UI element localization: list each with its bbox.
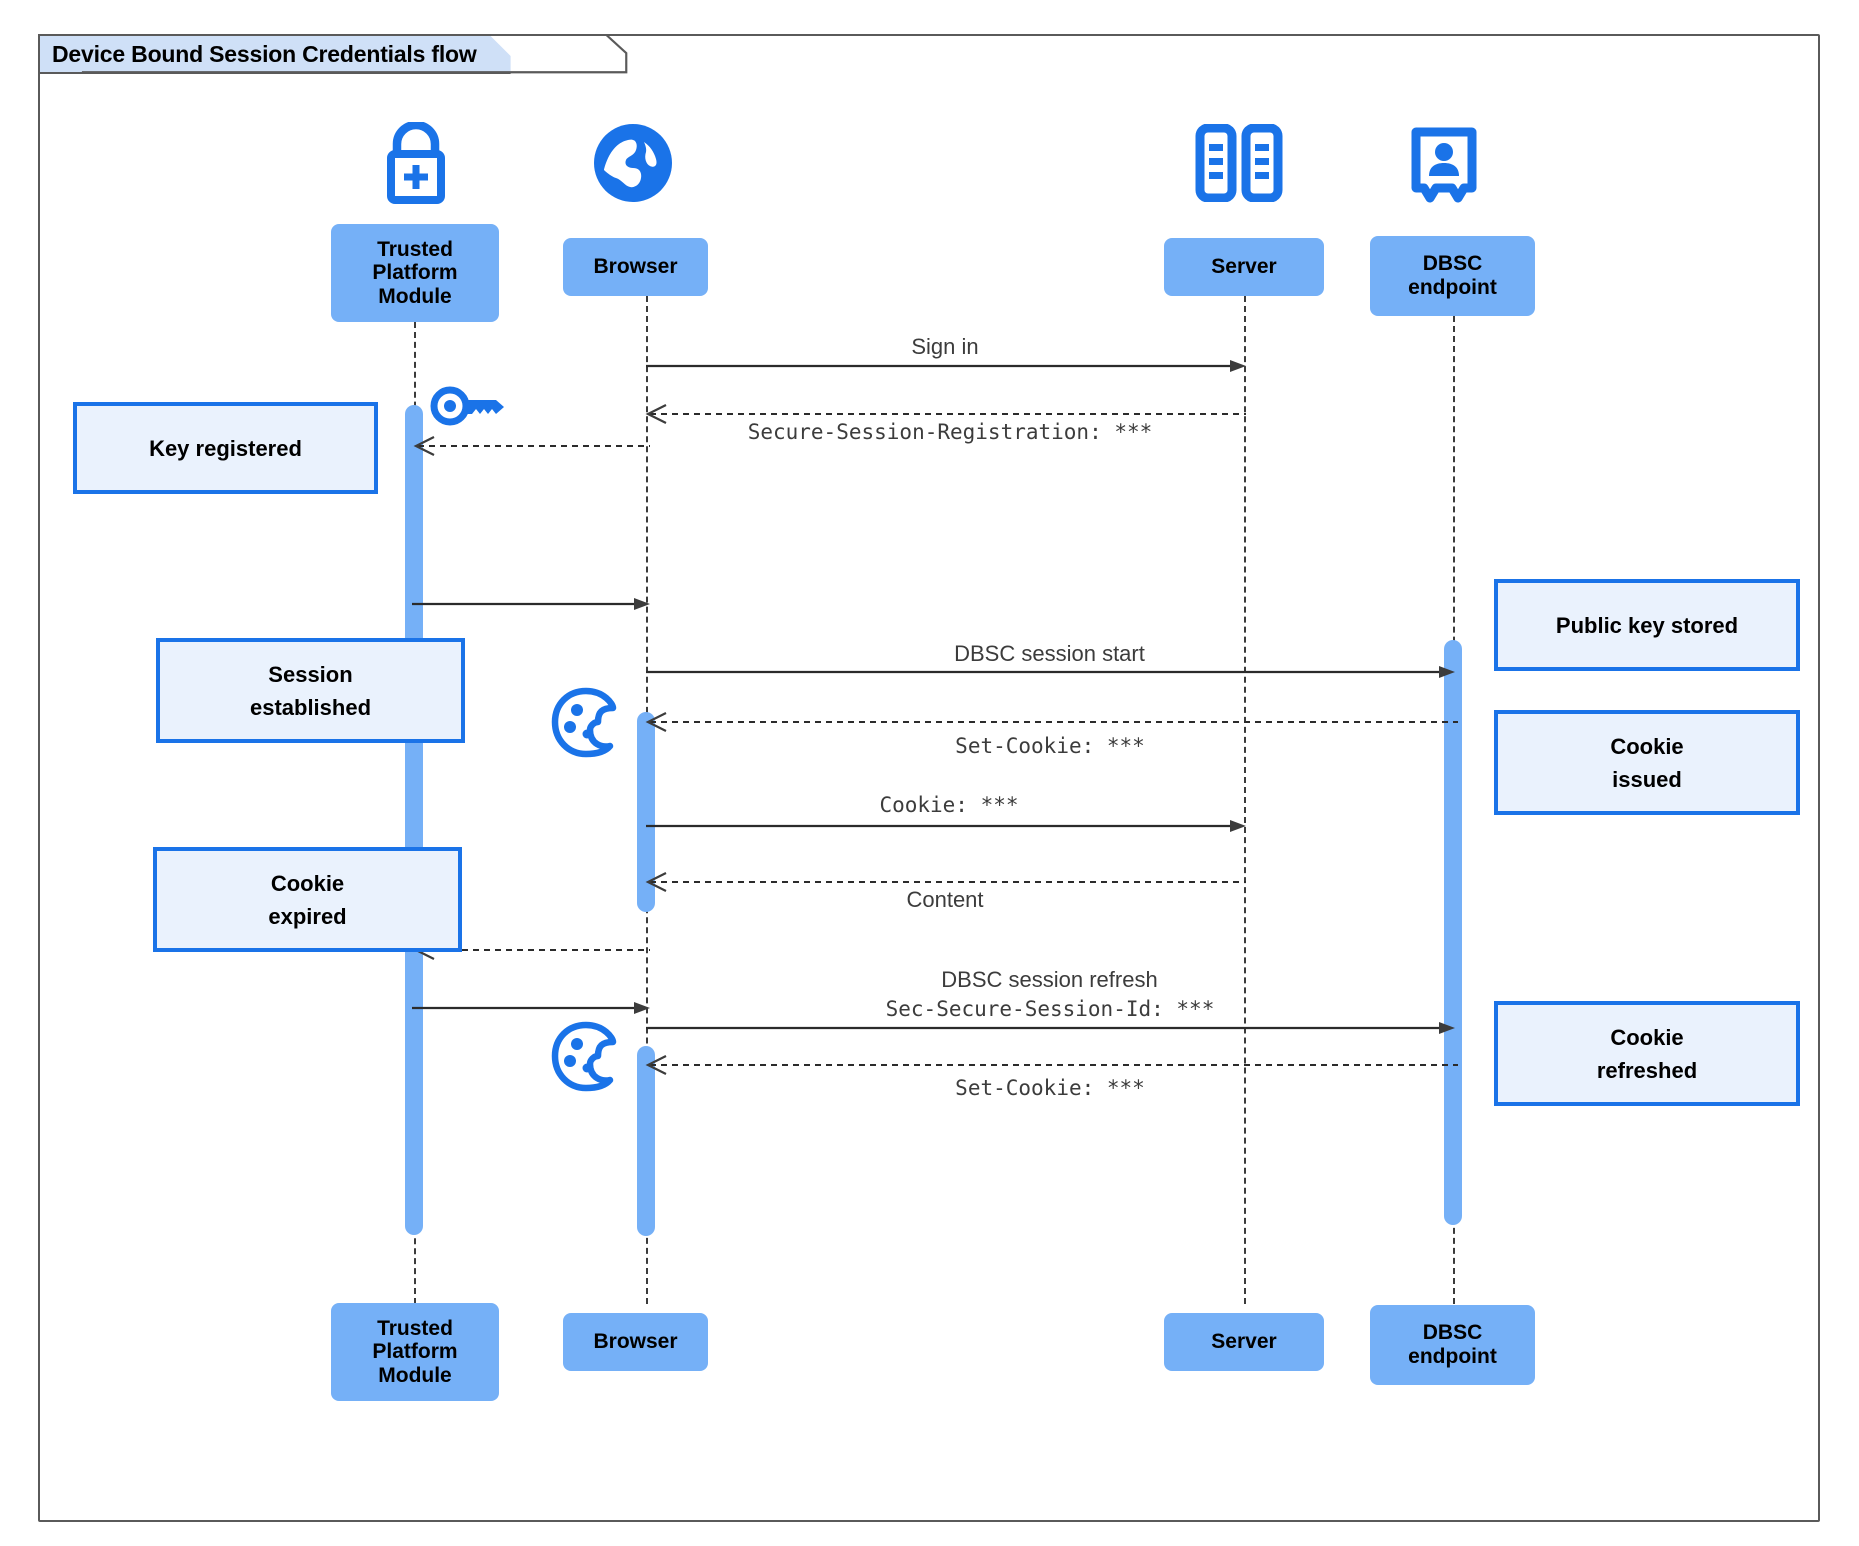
lock-plus-icon <box>387 122 445 204</box>
lifeline-head-server[interactable]: Server <box>1164 238 1324 296</box>
note-cookie-issued-line1: Cookie <box>1610 733 1684 759</box>
server-racks-icon <box>1195 124 1283 202</box>
note-cookie-issued-line2: issued <box>1612 766 1682 792</box>
note-session-established-text: Session established <box>250 658 371 724</box>
note-key-registered: Key registered <box>73 402 378 494</box>
message-label-set-cookie-1: Set-Cookie: *** <box>955 734 1145 758</box>
tpm-label-line3: Module <box>378 284 452 308</box>
browser-label: Browser <box>593 255 678 279</box>
note-cookie-refreshed-text: Cookie refreshed <box>1597 1021 1697 1087</box>
id-badge-icon <box>1411 127 1477 203</box>
message-arrow-secure-session-registration <box>645 404 1246 424</box>
message-label-sign-in: Sign in <box>911 334 979 359</box>
message-arrow-tpm-to-browser-2 <box>412 1002 650 1014</box>
message-arrow-sign-in <box>646 360 1246 372</box>
lifeline-foot-tpm-label: Trusted Platform Module <box>372 1317 457 1388</box>
message-arrow-browser-to-tpm-1 <box>413 436 650 456</box>
frame-tab: Device Bound Session Credentials flow <box>38 34 511 74</box>
dbsc-foot-line2: endpoint <box>1408 1345 1497 1368</box>
activation-bar-browser-1 <box>637 712 655 912</box>
note-session-established: Session established <box>156 638 465 743</box>
message-label-secure-session-registration: Secure-Session-Registration: *** <box>747 420 1153 444</box>
tpm-foot-line1: Trusted <box>377 1316 453 1340</box>
note-cookie-expired: Cookie expired <box>153 847 462 952</box>
activation-bar-browser-2 <box>637 1046 655 1236</box>
message-label-content: Content <box>906 887 984 912</box>
note-cookie-issued-text: Cookie issued <box>1610 730 1683 796</box>
lifeline-line-server <box>1244 296 1246 1304</box>
dbsc-foot-line1: DBSC <box>1422 1321 1483 1345</box>
globe-icon <box>594 124 672 202</box>
lifeline-foot-dbsc[interactable]: DBSC endpoint <box>1370 1305 1535 1385</box>
lifeline-head-browser[interactable]: Browser <box>563 238 708 296</box>
note-cookie-refreshed-line2: refreshed <box>1596 1057 1698 1083</box>
dbsc-label-line1: DBSC <box>1422 252 1483 276</box>
lifeline-foot-tpm[interactable]: Trusted Platform Module <box>331 1303 499 1401</box>
note-session-established-line2: established <box>249 694 372 720</box>
browser-foot-label: Browser <box>593 1330 678 1354</box>
message-arrow-tpm-to-browser-1 <box>412 598 650 610</box>
lifeline-head-tpm-label: Trusted Platform Module <box>372 238 457 309</box>
message-arrow-cookie <box>646 820 1246 832</box>
message-label-sec-secure-session-id: Sec-Secure-Session-Id: *** <box>885 997 1215 1021</box>
dbsc-label-line2: endpoint <box>1408 276 1497 299</box>
lifeline-head-dbsc[interactable]: DBSC endpoint <box>1370 236 1535 316</box>
cookie-icon <box>551 1021 617 1092</box>
lifeline-head-dbsc-label: DBSC endpoint <box>1408 252 1497 299</box>
note-cookie-refreshed: Cookie refreshed <box>1494 1001 1800 1106</box>
note-cookie-expired-line2: expired <box>268 903 347 929</box>
server-foot-label: Server <box>1211 1330 1277 1354</box>
message-arrow-dbsc-session-refresh <box>646 1022 1455 1034</box>
message-arrow-dbsc-session-start <box>646 666 1455 678</box>
note-key-registered-text: Key registered <box>149 435 302 461</box>
note-cookie-expired-line1: Cookie <box>270 870 345 896</box>
server-label: Server <box>1211 255 1277 279</box>
message-label-dbsc-session-start: DBSC session start <box>954 641 1145 666</box>
lifeline-foot-browser[interactable]: Browser <box>563 1313 708 1371</box>
message-label-set-cookie-2: Set-Cookie: *** <box>955 1076 1145 1100</box>
message-arrow-set-cookie-2 <box>645 1055 1458 1075</box>
message-label-cookie: Cookie: *** <box>879 793 1019 817</box>
page-title: Device Bound Session Credentials flow <box>52 40 477 67</box>
key-icon <box>430 386 504 426</box>
note-public-key-stored-text: Public key stored <box>1555 612 1739 638</box>
note-public-key-stored: Public key stored <box>1494 579 1800 671</box>
message-arrow-content <box>645 872 1246 892</box>
note-cookie-issued: Cookie issued <box>1494 710 1800 815</box>
lifeline-foot-server[interactable]: Server <box>1164 1313 1324 1371</box>
tpm-label-line1: Trusted <box>377 237 453 261</box>
message-arrow-set-cookie-1 <box>645 712 1458 732</box>
note-session-established-line1: Session <box>268 661 353 687</box>
note-cookie-refreshed-line1: Cookie <box>1610 1024 1684 1050</box>
cookie-icon <box>551 687 617 758</box>
lifeline-head-tpm[interactable]: Trusted Platform Module <box>331 224 499 322</box>
tpm-foot-line2: Platform <box>372 1340 458 1364</box>
tpm-label-line2: Platform <box>372 261 458 285</box>
activation-bar-tpm <box>405 405 423 1235</box>
lifeline-foot-dbsc-label: DBSC endpoint <box>1408 1321 1497 1368</box>
message-label-dbsc-session-refresh: DBSC session refresh <box>941 967 1158 992</box>
tpm-foot-line3: Module <box>378 1363 452 1387</box>
activation-bar-dbsc <box>1444 640 1462 1225</box>
note-cookie-expired-text: Cookie expired <box>268 867 346 933</box>
